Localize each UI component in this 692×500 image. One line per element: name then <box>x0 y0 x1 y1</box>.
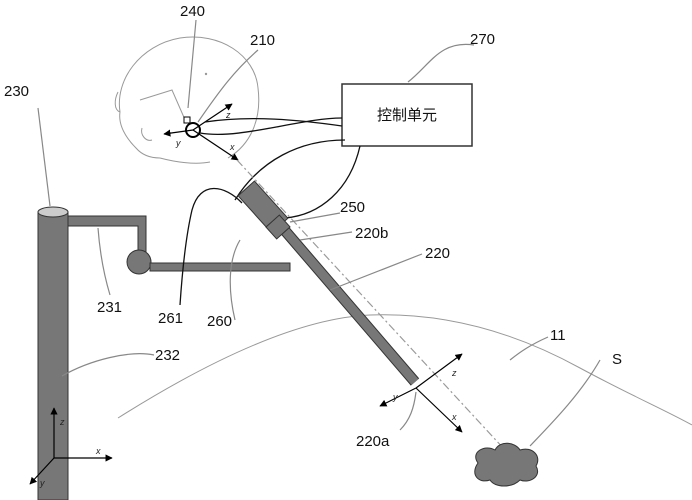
label-260: 260 <box>207 313 232 330</box>
label-11: 11 <box>550 327 566 344</box>
leader-260 <box>229 239 241 321</box>
label-s: S <box>612 351 622 368</box>
label-210: 210 <box>250 32 275 49</box>
link-260 <box>149 262 291 272</box>
wire-head-sensor <box>199 117 343 136</box>
head-axes: z y x <box>163 103 239 161</box>
label-240: 240 <box>180 3 205 20</box>
probe-axes: z y x <box>379 353 463 433</box>
wire-head-marker <box>204 117 343 127</box>
leader-220 <box>329 253 423 291</box>
leader-240 <box>187 19 197 109</box>
wire-probe-top <box>234 139 346 201</box>
control-unit-label: 控制单元 <box>377 106 437 124</box>
head-outline <box>114 36 260 164</box>
body-surface-curve <box>117 314 692 426</box>
probe-axis-y: y <box>392 392 398 402</box>
joint <box>126 249 152 275</box>
label-261: 261 <box>158 310 183 327</box>
wire-probe-sensor <box>284 145 361 219</box>
label-220: 220 <box>425 245 450 262</box>
arm-231 <box>67 215 147 253</box>
label-231: 231 <box>97 299 122 316</box>
leader-11 <box>509 336 549 361</box>
leader-250 <box>289 212 341 223</box>
leader-210 <box>197 49 259 123</box>
label-270: 270 <box>470 31 495 48</box>
label-220a: 220a <box>356 433 390 450</box>
head-axis-x: x <box>229 142 235 152</box>
target-s <box>474 442 539 487</box>
leader-230 <box>37 107 51 207</box>
base-axis-x: x <box>95 446 101 456</box>
head-axis-y: y <box>175 138 181 148</box>
label-220b: 220b <box>355 225 388 242</box>
head-sensor-210 <box>185 122 201 138</box>
probe-axis-x: x <box>451 412 457 422</box>
leader-220a <box>399 391 417 431</box>
probe-axis-z: z <box>451 368 457 378</box>
base-axis-z: z <box>59 417 65 427</box>
label-232: 232 <box>155 347 180 364</box>
leader-232 <box>61 353 155 377</box>
base-axis-y: y <box>39 478 45 488</box>
leader-231 <box>97 227 111 296</box>
probe-220 <box>237 180 420 386</box>
head-axis-z: z <box>225 110 231 120</box>
cable-261 <box>179 187 243 306</box>
head-marker-bracket <box>139 89 187 123</box>
label-230: 230 <box>4 83 29 100</box>
head-marker-block <box>183 116 191 124</box>
base-axes: z x y <box>29 407 113 488</box>
leader-220b <box>299 231 353 241</box>
label-250: 250 <box>340 199 365 216</box>
trajectory-line <box>236 159 506 451</box>
control-unit-box <box>341 83 473 147</box>
leader-270 <box>407 43 475 83</box>
column-230 <box>37 206 69 500</box>
leader-s <box>529 359 601 447</box>
